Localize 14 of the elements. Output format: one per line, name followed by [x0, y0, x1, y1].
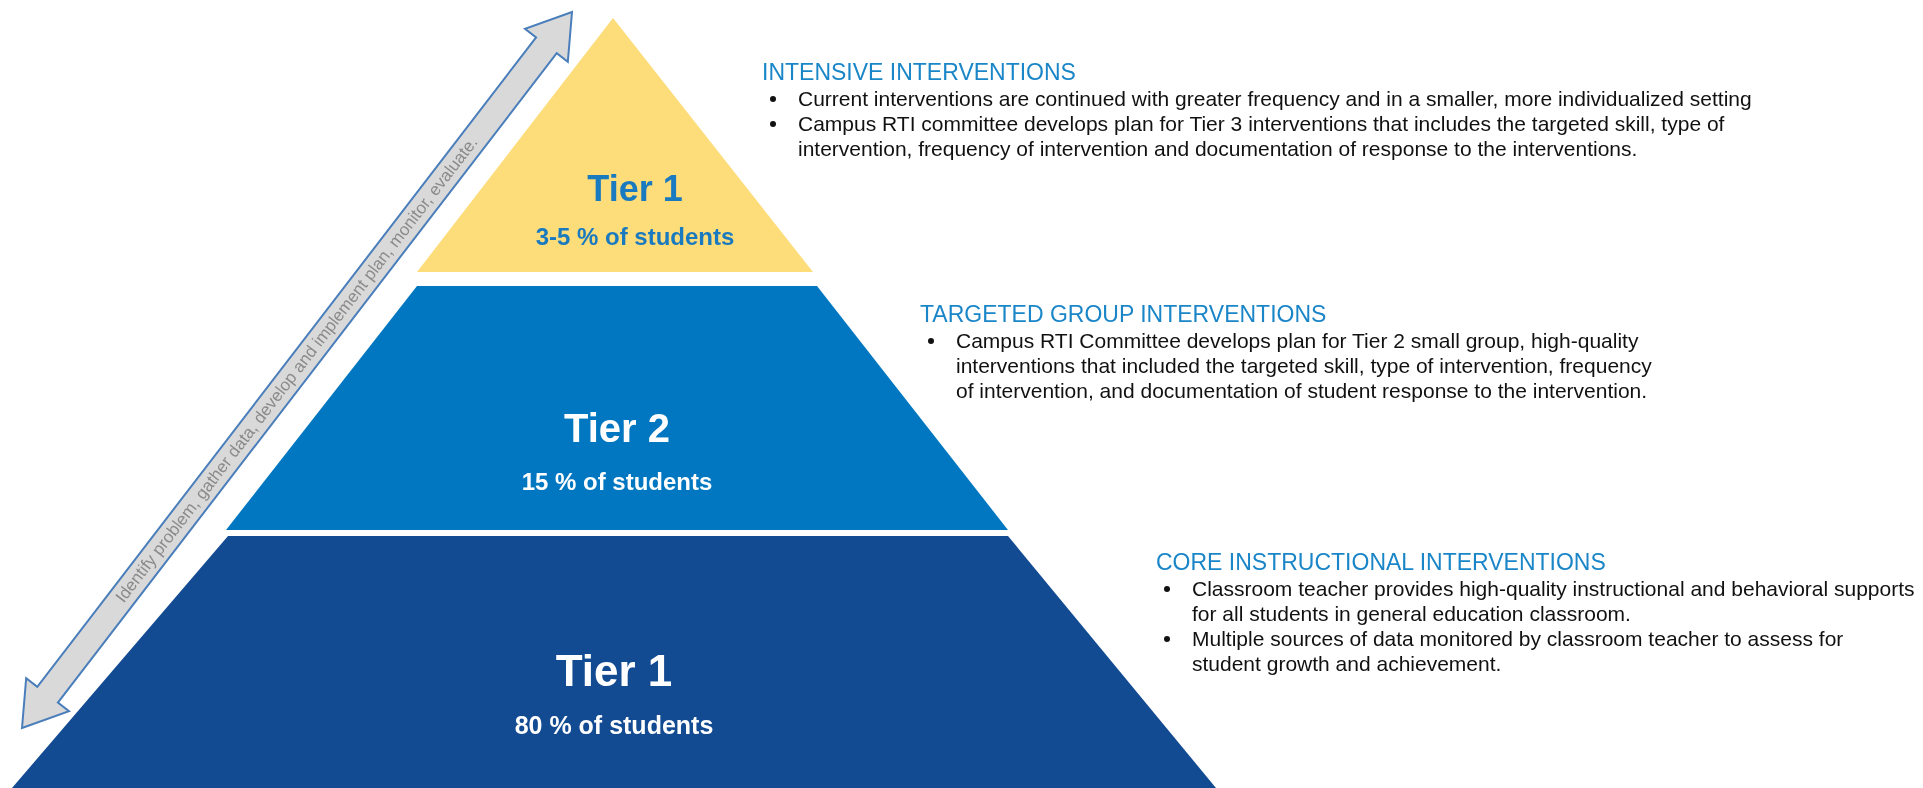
percentage-text: 3-5 % of students: [535, 223, 735, 251]
tier-title: Tier 1: [587, 168, 683, 210]
bullet-text: Campus RTI Committee develops plan for Tier 2 small group, high-quality interventions that included the targeted skill, type of intervention, frequency of intervention, and documentation of student response to the intervention.: [956, 328, 1653, 403]
bullet-text: Classroom teacher provides high-quality instructional and behavioral supports for all students in general education classroom.: [1192, 576, 1916, 626]
bullet-text: Campus RTI committee develops plan for Tier 3 interventions that includes the targeted skill, type of intervention, frequency of intervention and documentation of response to the interventions.: [798, 111, 1726, 161]
section-heading: INTENSIVE INTERVENTIONS: [762, 58, 1076, 86]
tier-title: Tier 2: [564, 406, 670, 451]
bullet-text: Multiple sources of data monitored by classroom teacher to assess for student growth and achievement.: [1192, 626, 1845, 676]
bullet-text: Current interventions are continued with greater frequency and in a smaller, more individualized setting: [798, 86, 1752, 111]
section-heading: TARGETED GROUP INTERVENTIONS: [920, 300, 1327, 328]
section-heading: CORE INSTRUCTIONAL INTERVENTIONS: [1156, 548, 1606, 576]
tier-title: Tier 1: [555, 646, 673, 696]
percentage-text: 15 % of students: [521, 468, 713, 496]
percentage-text: 80 % of students: [514, 711, 714, 740]
